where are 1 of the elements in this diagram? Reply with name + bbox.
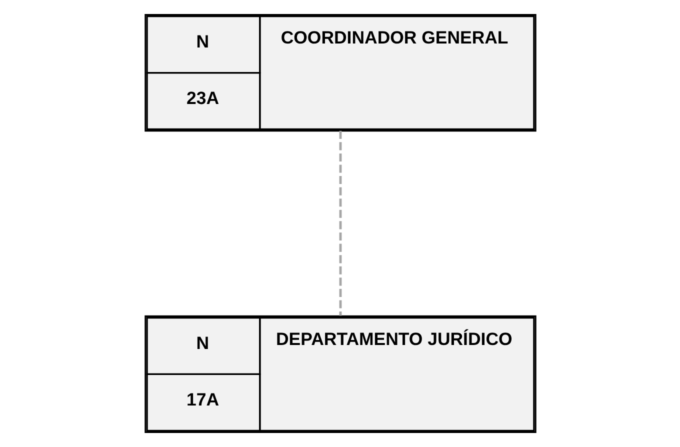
connector xyxy=(338,130,342,316)
